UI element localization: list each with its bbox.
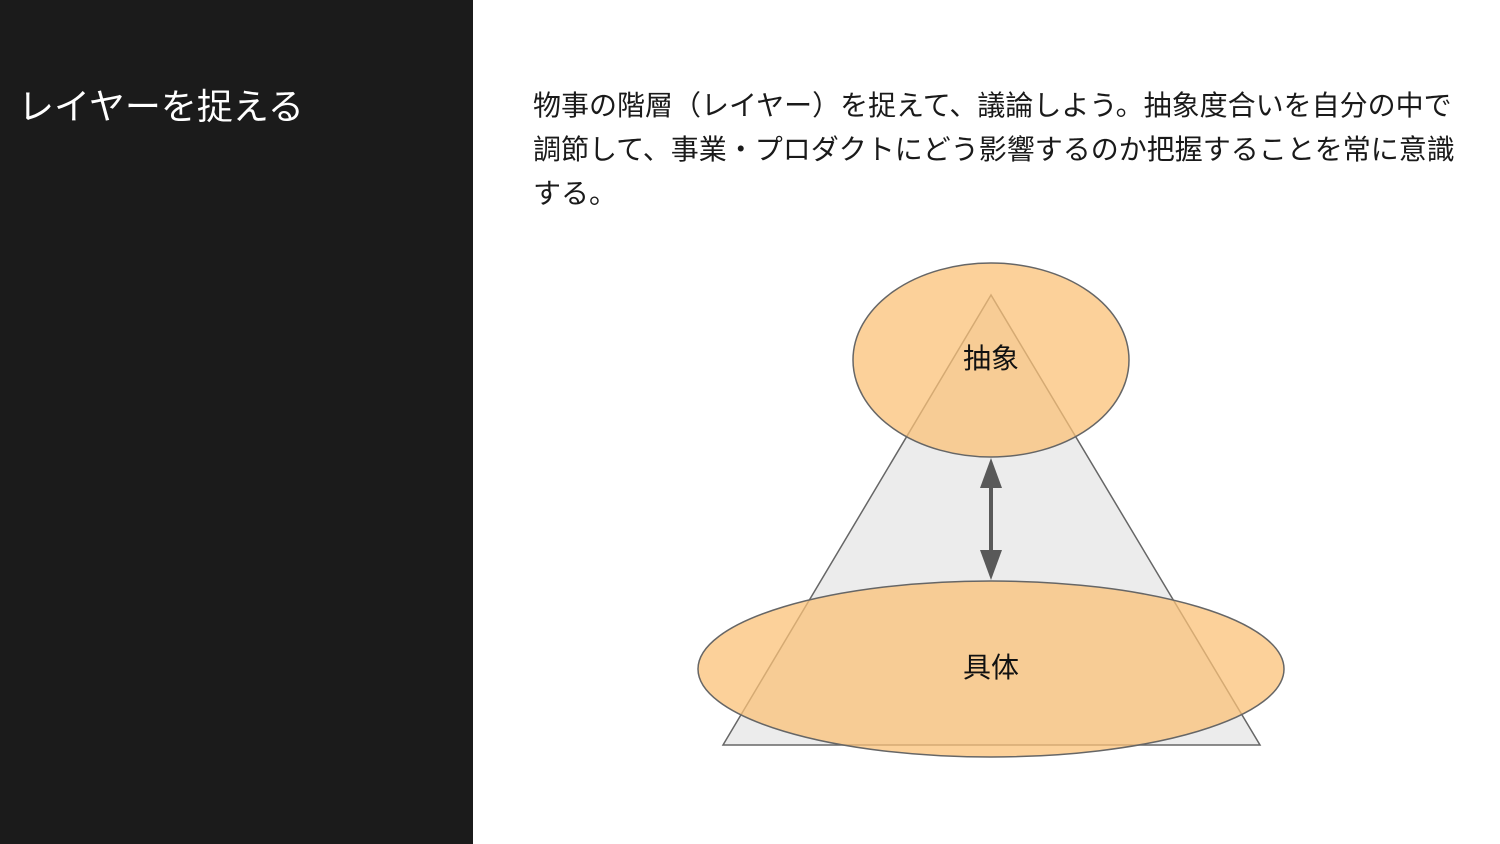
abstract-ellipse [852, 262, 1130, 458]
abstract-label: 抽象 [963, 342, 1019, 375]
concrete-label: 具体 [963, 651, 1019, 684]
arrow-head-up-icon [980, 458, 1002, 488]
body-text: 物事の階層（レイヤー）を捉えて、議論しよう。抽象度合いを自分の中で調節して、事業… [533, 89, 1455, 210]
slide-title: レイヤーを捉える [18, 87, 304, 128]
title-panel: レイヤーを捉える [0, 0, 473, 844]
arrow-head-down-icon [980, 550, 1002, 580]
concrete-ellipse [697, 580, 1285, 758]
